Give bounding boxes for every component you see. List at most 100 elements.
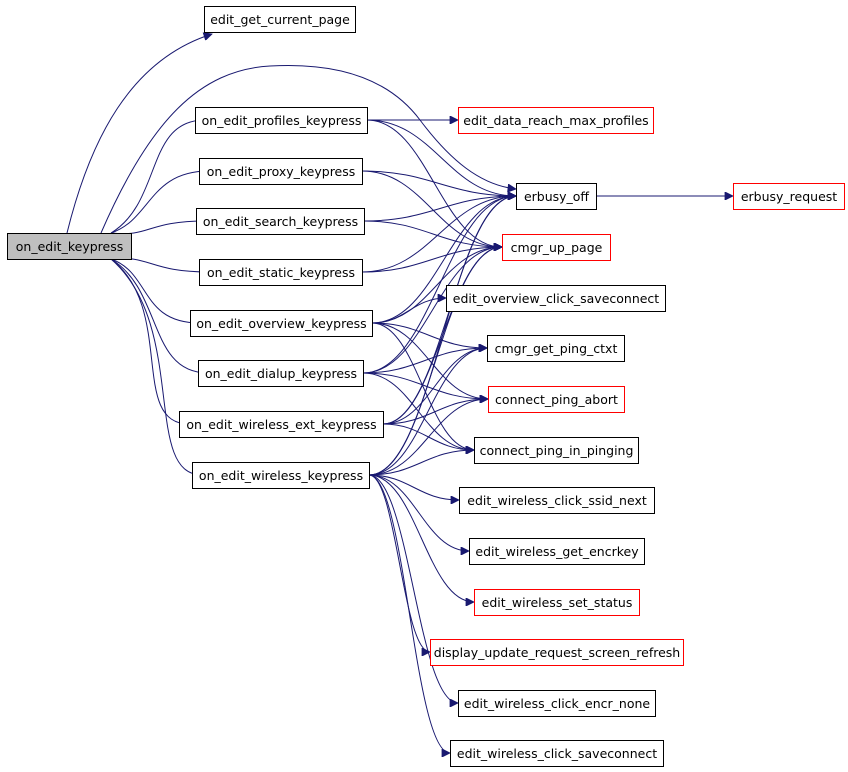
edge-on_edit_overview_keypress-to-connect_ping_in_pinging [371,322,474,450]
node-box-edit_data_reach_max_profiles[interactable] [458,107,654,134]
node-on_edit_static_keypress[interactable]: on_edit_static_keypress [199,259,363,286]
node-on_edit_profiles_keypress[interactable]: on_edit_profiles_keypress [195,107,368,134]
edge-on_edit_wireless_keypress-to-edit_wireless_get_encrkey [368,474,469,551]
edge-on_edit_static_keypress-to-erbusy_off [361,196,516,273]
node-box-on_edit_proxy_keypress[interactable] [199,158,363,185]
node-edit_wireless_get_encrkey[interactable]: edit_wireless_get_encrkey [469,538,645,565]
node-box-on_edit_profiles_keypress[interactable] [195,107,368,134]
node-cmgr_up_page[interactable]: cmgr_up_page [502,234,611,261]
edge-on_edit_wireless_keypress-to-edit_wireless_click_encr_none [368,474,458,703]
node-box-on_edit_wireless_keypress[interactable] [192,462,370,489]
node-label-on_edit_profiles_keypress: on_edit_profiles_keypress [202,113,362,128]
node-box-edit_wireless_click_saveconnect[interactable] [450,740,664,767]
node-box-on_edit_keypress[interactable] [7,233,132,260]
node-label-edit_overview_click_saveconnect: edit_overview_click_saveconnect [453,291,660,306]
edge-on_edit_profiles_keypress-to-erbusy_off [366,119,516,196]
node-box-edit_wireless_set_status[interactable] [474,589,640,616]
node-label-edit_wireless_get_encrkey: edit_wireless_get_encrkey [475,544,639,559]
node-label-edit_wireless_click_ssid_next: edit_wireless_click_ssid_next [467,493,647,508]
node-box-on_edit_dialup_keypress[interactable] [198,360,364,387]
node-label-edit_wireless_click_encr_none: edit_wireless_click_encr_none [464,696,650,711]
node-label-display_update_request_screen_refresh: display_update_request_screen_refresh [434,645,680,660]
node-box-erbusy_request[interactable] [733,183,845,210]
node-box-edit_wireless_click_ssid_next[interactable] [459,487,655,514]
edge-on_edit_proxy_keypress-to-erbusy_off [361,170,516,196]
node-label-on_edit_keypress: on_edit_keypress [16,239,123,254]
edge-on_edit_wireless_keypress-to-edit_wireless_click_ssid_next [368,474,459,500]
node-label-edit_data_reach_max_profiles: edit_data_reach_max_profiles [463,113,648,128]
node-label-on_edit_search_keypress: on_edit_search_keypress [203,214,358,229]
node-box-on_edit_static_keypress[interactable] [199,259,363,286]
edge-on_edit_dialup_keypress-to-cmgr_up_page [362,247,502,374]
node-box-edit_overview_click_saveconnect[interactable] [446,285,666,312]
node-cmgr_get_ping_ctxt[interactable]: cmgr_get_ping_ctxt [487,335,625,362]
node-on_edit_overview_keypress[interactable]: on_edit_overview_keypress [190,310,373,337]
edge-on_edit_overview_keypress-to-edit_overview_click_saveconnect [371,298,446,324]
node-box-connect_ping_in_pinging[interactable] [474,437,639,464]
edge-on_edit_keypress-to-on_edit_proxy_keypress [110,171,209,234]
edge-on_edit_wireless_keypress-to-connect_ping_abort [368,399,488,476]
node-label-on_edit_wireless_ext_keypress: on_edit_wireless_ext_keypress [186,417,376,432]
node-on_edit_wireless_ext_keypress[interactable]: on_edit_wireless_ext_keypress [179,411,384,438]
edges-layer [66,34,733,753]
node-box-edit_get_current_page[interactable] [204,6,356,33]
node-edit_get_current_page[interactable]: edit_get_current_page [204,6,356,33]
node-on_edit_wireless_keypress[interactable]: on_edit_wireless_keypress [192,462,370,489]
edge-on_edit_keypress-to-on_edit_search_keypress [110,221,206,235]
node-edit_wireless_set_status[interactable]: edit_wireless_set_status [474,589,640,616]
node-erbusy_request[interactable]: erbusy_request [733,183,845,210]
node-on_edit_keypress[interactable]: on_edit_keypress [7,233,132,260]
node-box-edit_wireless_get_encrkey[interactable] [469,538,645,565]
node-box-erbusy_off[interactable] [516,183,597,210]
edge-on_edit_wireless_keypress-to-cmgr_up_page [368,247,502,476]
edge-on_edit_overview_keypress-to-connect_ping_abort [371,322,488,399]
node-connect_ping_in_pinging[interactable]: connect_ping_in_pinging [474,437,639,464]
node-edit_wireless_click_saveconnect[interactable]: edit_wireless_click_saveconnect [450,740,664,767]
node-label-connect_ping_in_pinging: connect_ping_in_pinging [480,443,634,458]
edge-on_edit_keypress-to-on_edit_wireless_keypress [110,258,202,475]
edge-on_edit_wireless_ext_keypress-to-connect_ping_abort [382,399,488,425]
edge-on_edit_overview_keypress-to-cmgr_get_ping_ctxt [371,322,487,348]
edge-on_edit_keypress-to-on_edit_profiles_keypress [110,120,205,234]
edge-on_edit_profiles_keypress-to-cmgr_up_page [366,119,502,247]
node-label-erbusy_off: erbusy_off [524,189,589,204]
edge-on_edit_search_keypress-to-erbusy_off [363,196,516,222]
edge-on_edit_wireless_keypress-to-connect_ping_in_pinging [368,450,474,476]
node-box-cmgr_up_page[interactable] [502,234,611,261]
node-label-connect_ping_abort: connect_ping_abort [495,392,618,407]
node-box-display_update_request_screen_refresh[interactable] [430,639,684,666]
node-edit_wireless_click_encr_none[interactable]: edit_wireless_click_encr_none [458,690,656,717]
edge-on_edit_keypress-to-erbusy_off [100,64,516,234]
node-edit_wireless_click_ssid_next[interactable]: edit_wireless_click_ssid_next [459,487,655,514]
edge-on_edit_proxy_keypress-to-cmgr_up_page [361,170,502,247]
node-label-cmgr_up_page: cmgr_up_page [511,240,603,255]
node-label-on_edit_static_keypress: on_edit_static_keypress [207,265,355,280]
edge-on_edit_wireless_keypress-to-cmgr_get_ping_ctxt [368,348,487,476]
node-box-on_edit_wireless_ext_keypress[interactable] [179,411,384,438]
node-label-on_edit_dialup_keypress: on_edit_dialup_keypress [205,366,357,381]
node-label-cmgr_get_ping_ctxt: cmgr_get_ping_ctxt [495,341,618,356]
node-on_edit_proxy_keypress[interactable]: on_edit_proxy_keypress [199,158,363,185]
edge-on_edit_wireless_keypress-to-edit_wireless_click_saveconnect [368,474,450,753]
node-connect_ping_abort[interactable]: connect_ping_abort [488,386,625,413]
node-box-on_edit_search_keypress[interactable] [196,208,365,235]
node-edit_overview_click_saveconnect[interactable]: edit_overview_click_saveconnect [446,285,666,312]
node-box-cmgr_get_ping_ctxt[interactable] [487,335,625,362]
edge-on_edit_wireless_keypress-to-display_update_request_screen_refresh [368,474,430,652]
node-box-on_edit_overview_keypress[interactable] [190,310,373,337]
node-box-connect_ping_abort[interactable] [488,386,625,413]
node-display_update_request_screen_refresh[interactable]: display_update_request_screen_refresh [430,639,684,666]
node-erbusy_off[interactable]: erbusy_off [516,183,597,210]
node-on_edit_dialup_keypress[interactable]: on_edit_dialup_keypress [198,360,364,387]
edge-on_edit_dialup_keypress-to-cmgr_get_ping_ctxt [362,348,487,374]
edge-on_edit_keypress-to-on_edit_static_keypress [110,257,209,272]
node-label-on_edit_proxy_keypress: on_edit_proxy_keypress [207,164,356,179]
edge-on_edit_search_keypress-to-cmgr_up_page [363,220,502,247]
node-box-edit_wireless_click_encr_none[interactable] [458,690,656,717]
node-label-on_edit_wireless_keypress: on_edit_wireless_keypress [199,468,363,483]
edge-on_edit_overview_keypress-to-erbusy_off [371,196,516,324]
edge-on_edit_static_keypress-to-cmgr_up_page [361,247,502,273]
edge-on_edit_dialup_keypress-to-connect_ping_abort [362,372,488,399]
node-edit_data_reach_max_profiles[interactable]: edit_data_reach_max_profiles [458,107,654,134]
node-on_edit_search_keypress[interactable]: on_edit_search_keypress [196,208,365,235]
